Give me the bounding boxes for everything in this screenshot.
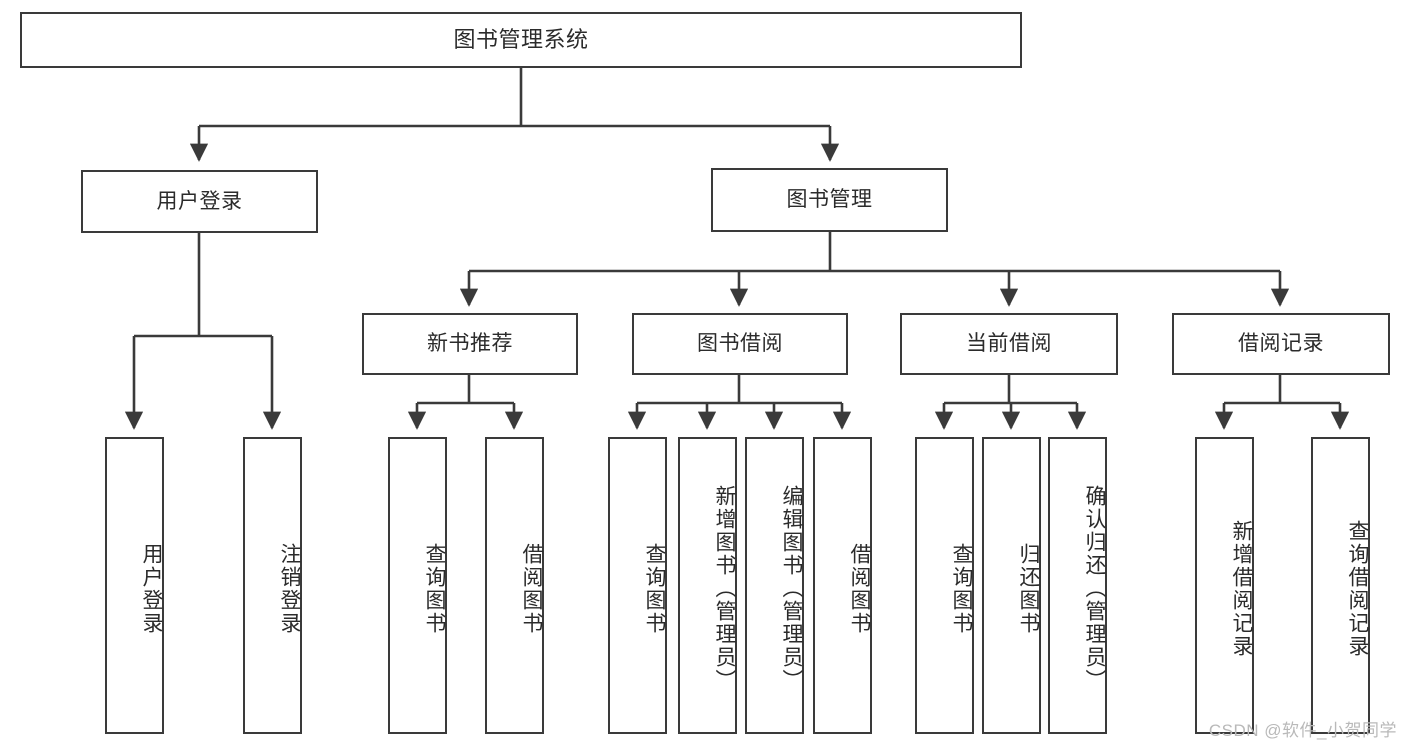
watermark: CSDN @软件_小贺同学 — [1208, 721, 1397, 740]
node-leaf-add-book-label: 新增图书（管理员） — [713, 485, 736, 692]
node-borrow-record[interactable]: 借阅记录 — [1172, 313, 1390, 375]
node-leaf-borrow-book-1[interactable]: 借阅图书 — [485, 437, 544, 734]
node-leaf-query-book-1[interactable]: 查询图书 — [388, 437, 447, 734]
node-leaf-query-book-3-label: 查询图书 — [950, 542, 973, 635]
node-leaf-query-record[interactable]: 查询借阅记录 — [1311, 437, 1370, 734]
node-leaf-confirm-return[interactable]: 确认归还（管理员） — [1048, 437, 1107, 734]
node-leaf-add-book[interactable]: 新增图书（管理员） — [678, 437, 737, 734]
node-root-label: 图书管理系统 — [453, 26, 589, 52]
node-leaf-user-login-label: 用户登录 — [140, 542, 163, 635]
node-leaf-add-record[interactable]: 新增借阅记录 — [1195, 437, 1254, 734]
node-leaf-query-book-3[interactable]: 查询图书 — [915, 437, 974, 734]
node-book-borrow-label: 图书借阅 — [697, 332, 783, 356]
node-leaf-query-book-2-label: 查询图书 — [643, 542, 666, 635]
node-new-book-recommend-label: 新书推荐 — [427, 332, 513, 356]
node-leaf-add-record-label: 新增借阅记录 — [1230, 519, 1253, 658]
node-root[interactable]: 图书管理系统 — [20, 12, 1022, 68]
node-borrow-record-label: 借阅记录 — [1238, 332, 1324, 356]
node-leaf-query-record-label: 查询借阅记录 — [1346, 519, 1369, 658]
node-leaf-user-login[interactable]: 用户登录 — [105, 437, 164, 734]
node-leaf-logout-login[interactable]: 注销登录 — [243, 437, 302, 734]
node-current-borrow[interactable]: 当前借阅 — [900, 313, 1118, 375]
node-leaf-return-book[interactable]: 归还图书 — [982, 437, 1041, 734]
node-leaf-borrow-book-2-label: 借阅图书 — [848, 542, 871, 635]
node-user-login-label: 用户登录 — [156, 189, 243, 213]
node-book-manage[interactable]: 图书管理 — [711, 168, 948, 232]
node-leaf-confirm-return-label: 确认归还（管理员） — [1083, 485, 1106, 692]
node-new-book-recommend[interactable]: 新书推荐 — [362, 313, 578, 375]
node-leaf-borrow-book-2[interactable]: 借阅图书 — [813, 437, 872, 734]
node-book-borrow[interactable]: 图书借阅 — [632, 313, 848, 375]
node-book-manage-label: 图书管理 — [786, 188, 873, 212]
node-leaf-return-book-label: 归还图书 — [1017, 542, 1040, 635]
node-leaf-query-book-2[interactable]: 查询图书 — [608, 437, 667, 734]
node-current-borrow-label: 当前借阅 — [966, 332, 1052, 356]
node-leaf-logout-login-label: 注销登录 — [278, 542, 301, 635]
node-leaf-edit-book[interactable]: 编辑图书（管理员） — [745, 437, 804, 734]
node-leaf-query-book-1-label: 查询图书 — [423, 542, 446, 635]
node-leaf-borrow-book-1-label: 借阅图书 — [520, 542, 543, 635]
node-user-login[interactable]: 用户登录 — [81, 170, 318, 233]
node-leaf-edit-book-label: 编辑图书（管理员） — [780, 485, 803, 692]
